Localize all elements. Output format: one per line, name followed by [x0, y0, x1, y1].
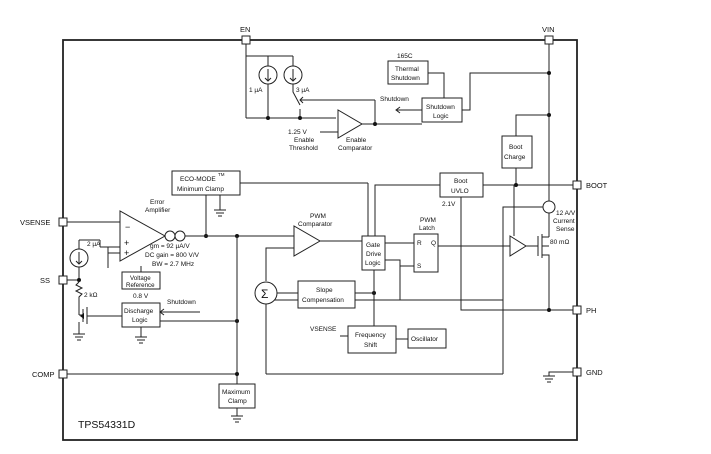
svg-text:Discharge: Discharge — [124, 308, 154, 315]
svg-text:Compensation: Compensation — [302, 297, 344, 304]
svg-text:Shift: Shift — [364, 342, 377, 349]
svg-text:Logic: Logic — [365, 260, 381, 267]
svg-text:Boot: Boot — [454, 178, 468, 185]
svg-text:80 mΩ: 80 mΩ — [550, 239, 569, 246]
sigma: Σ — [261, 287, 268, 301]
svg-text:VSENSE: VSENSE — [310, 326, 337, 333]
pin-vin — [544, 35, 554, 45]
svg-text:Logic: Logic — [132, 317, 148, 324]
svg-text:Boot: Boot — [509, 144, 523, 151]
boot-charge — [501, 135, 533, 169]
svg-text:1.25 V: 1.25 V — [288, 129, 307, 136]
svg-text:2 µA: 2 µA — [87, 241, 101, 248]
svg-text:gm = 92 µA/V: gm = 92 µA/V — [150, 243, 190, 250]
svg-text:Clamp: Clamp — [228, 398, 247, 405]
pin-ss — [58, 275, 68, 285]
svg-text:PWM: PWM — [310, 213, 326, 220]
svg-text:−: − — [125, 222, 130, 232]
chip-outline — [62, 39, 578, 441]
slope-compensation — [297, 280, 356, 309]
svg-text:Current: Current — [553, 218, 575, 225]
oscillator — [407, 328, 447, 349]
svg-text:Comparator: Comparator — [338, 145, 373, 152]
svg-text:Shutdown: Shutdown — [391, 75, 420, 82]
svg-text:Thermal: Thermal — [395, 66, 419, 73]
pin-ph — [572, 305, 582, 315]
svg-text:Latch: Latch — [419, 225, 435, 232]
pin-vsense — [58, 217, 68, 227]
svg-text:Enable: Enable — [346, 137, 367, 144]
svg-text:Q: Q — [431, 240, 436, 247]
svg-text:Frequency: Frequency — [355, 332, 386, 339]
current-sense-loop — [542, 200, 556, 214]
svg-text:BW = 2.7 MHz: BW = 2.7 MHz — [152, 261, 194, 268]
pin-ss-label: SS — [40, 276, 50, 285]
svg-text:Charge: Charge — [504, 154, 526, 161]
svg-text:Logic: Logic — [433, 113, 449, 120]
svg-text:TM: TM — [218, 172, 225, 177]
svg-text:+: + — [124, 238, 129, 248]
pin-ph-label: PH — [586, 306, 596, 315]
error-amplifier — [119, 210, 167, 262]
svg-text:12 A/V: 12 A/V — [556, 210, 576, 217]
svg-text:Slope: Slope — [316, 287, 333, 294]
svg-text:165C: 165C — [397, 53, 413, 60]
svg-text:Comparator: Comparator — [298, 221, 333, 228]
svg-text:Drive: Drive — [366, 251, 382, 258]
pin-gnd — [572, 367, 582, 377]
frequency-shift — [347, 325, 397, 354]
svg-text:R: R — [417, 240, 422, 247]
pin-en-label: EN — [240, 25, 250, 34]
svg-text:UVLO: UVLO — [451, 188, 469, 195]
part-number: TPS54331D — [78, 419, 136, 431]
svg-text:Sense: Sense — [556, 226, 575, 233]
svg-text:3 µA: 3 µA — [296, 87, 310, 94]
svg-text:ECO-MODE: ECO-MODE — [180, 176, 216, 183]
svg-text:1 µA: 1 µA — [249, 87, 263, 94]
svg-text:2 kΩ: 2 kΩ — [84, 292, 98, 299]
svg-text:Reference: Reference — [126, 282, 155, 289]
svg-text:Enable: Enable — [294, 137, 315, 144]
svg-text:Oscillator: Oscillator — [411, 336, 439, 343]
enable-comparator — [337, 109, 363, 139]
gate-driver — [509, 235, 527, 257]
svg-text:Threshold: Threshold — [289, 145, 318, 152]
svg-text:DC gain = 800 V/V: DC gain = 800 V/V — [145, 252, 200, 259]
svg-text:Minimum Clamp: Minimum Clamp — [177, 186, 224, 193]
pwm-comparator — [293, 225, 322, 257]
svg-text:Shutdown: Shutdown — [380, 96, 409, 103]
boot-uvlo — [439, 172, 484, 198]
svg-text:0.8 V: 0.8 V — [133, 293, 149, 300]
svg-text:2.1V: 2.1V — [442, 201, 456, 208]
svg-text:Amplifier: Amplifier — [145, 207, 171, 214]
pin-comp — [58, 369, 68, 379]
pin-boot-label: BOOT — [586, 181, 608, 190]
svg-text:+: + — [124, 248, 129, 258]
svg-text:Error: Error — [150, 199, 165, 206]
svg-text:Voltage: Voltage — [130, 275, 151, 282]
pin-boot — [572, 180, 582, 190]
svg-text:Shutdown: Shutdown — [167, 299, 196, 306]
pwm-latch — [413, 233, 439, 273]
pin-vsense-label: VSENSE — [20, 218, 50, 227]
pin-comp-label: COMP — [32, 370, 55, 379]
svg-text:PWM: PWM — [420, 217, 436, 224]
svg-text:Gate: Gate — [366, 242, 380, 249]
pin-gnd-label: GND — [586, 368, 603, 377]
svg-text:Maximum: Maximum — [222, 389, 250, 396]
pin-en — [241, 35, 251, 45]
svg-text:S: S — [417, 263, 422, 270]
svg-text:Shutdown: Shutdown — [426, 104, 455, 111]
pin-vin-label: VIN — [542, 25, 555, 34]
